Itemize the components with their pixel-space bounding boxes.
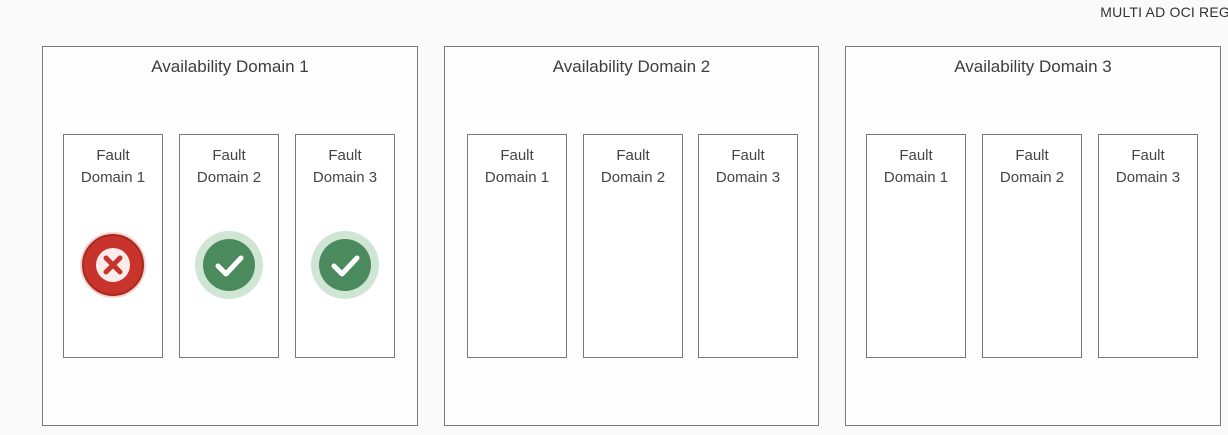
availability-domain-title: Availability Domain 3 xyxy=(954,57,1112,76)
fault-domain-2: Fault Domain 2 xyxy=(179,134,279,358)
fault-domain-label-line1: Fault xyxy=(328,147,362,164)
fault-domain-label-line2: Domain 3 xyxy=(1115,169,1181,186)
fault-domain-label-line2: Domain 1 xyxy=(883,169,949,186)
fault-domain-label-line1: Fault xyxy=(1015,147,1049,164)
fault-domain-label-line1: Fault xyxy=(212,147,246,164)
fault-domain-label: Fault Domain 2 xyxy=(180,145,278,189)
fault-domain-label: Fault Domain 1 xyxy=(64,145,162,189)
check-circle-icon xyxy=(195,231,263,299)
availability-domain-2: Availability Domain 2 Fault Domain 1 Fau… xyxy=(444,46,819,426)
availability-domain-title: Availability Domain 2 xyxy=(552,57,711,76)
fault-domain-1: Fault Domain 1 xyxy=(467,134,567,358)
fault-domain-2: Fault Domain 2 xyxy=(583,134,683,358)
fault-domain-label-line1: Fault xyxy=(96,147,130,164)
fault-domain-3: Fault Domain 3 xyxy=(698,134,798,358)
fault-domain-label-line2: Domain 1 xyxy=(484,169,550,186)
fault-domain-label: Fault Domain 1 xyxy=(468,145,566,189)
check-circle-icon xyxy=(311,231,379,299)
fault-domain-1: Fault Domain 1 xyxy=(866,134,966,358)
x-circle-icon xyxy=(80,232,146,298)
fault-domain-label-line1: Fault xyxy=(731,147,765,164)
fault-domain-3: Fault Domain 3 xyxy=(1098,134,1198,358)
fault-domain-label-line1: Fault xyxy=(1131,147,1165,164)
fault-domain-label: Fault Domain 3 xyxy=(699,145,797,189)
fault-domain-1: Fault Domain 1 xyxy=(63,134,163,358)
fault-domain-label: Fault Domain 2 xyxy=(983,145,1081,189)
fault-domain-label-line1: Fault xyxy=(616,147,650,164)
fault-domain-label-line2: Domain 2 xyxy=(600,169,666,186)
fault-domain-label: Fault Domain 2 xyxy=(584,145,682,189)
fault-domain-label: Fault Domain 3 xyxy=(296,145,394,189)
availability-domain-title: Availability Domain 1 xyxy=(151,57,309,76)
fault-domain-label: Fault Domain 1 xyxy=(867,145,965,189)
fault-domain-2: Fault Domain 2 xyxy=(982,134,1082,358)
fault-domain-label-line2: Domain 1 xyxy=(80,169,146,186)
fault-domain-label: Fault Domain 3 xyxy=(1099,145,1197,189)
fault-domain-label-line2: Domain 2 xyxy=(196,169,262,186)
fault-domain-3: Fault Domain 3 xyxy=(295,134,395,358)
availability-domain-1: Availability Domain 1 Fault Domain 1 Fau… xyxy=(42,46,418,426)
availability-domain-3: Availability Domain 3 Fault Domain 1 Fau… xyxy=(845,46,1221,426)
fault-domain-label-line1: Fault xyxy=(899,147,933,164)
region-title: MULTI AD OCI REG xyxy=(1100,4,1228,20)
fault-domain-label-line2: Domain 2 xyxy=(999,169,1065,186)
fault-domain-label-line1: Fault xyxy=(500,147,534,164)
fault-domain-label-line2: Domain 3 xyxy=(312,169,378,186)
fault-domain-label-line2: Domain 3 xyxy=(715,169,781,186)
